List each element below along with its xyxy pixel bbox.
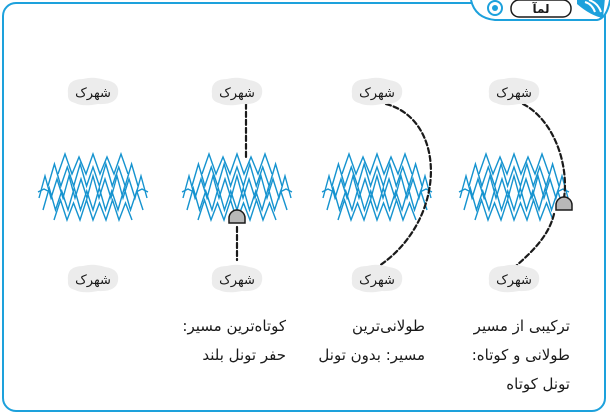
town-name: شهرک: [75, 86, 111, 101]
caption-line: طولانی‌ترین: [352, 317, 425, 335]
town-name: شهرک: [496, 86, 532, 101]
caption-line: مسیر: بدون تونل: [318, 346, 425, 364]
signal-icon: [577, 0, 605, 18]
caption-line: طولانی و کوتاه:: [471, 346, 570, 364]
panel-short-route: شهرک شهرک: [181, 77, 293, 293]
town-label: شهرک: [211, 77, 263, 106]
route-path-detour: [377, 102, 432, 268]
town-label: شهرک: [67, 77, 119, 106]
caption-long-route: طولانی‌ترین مسیر: بدون تونل: [318, 312, 425, 370]
town-label: شهرک: [211, 264, 263, 293]
route-path-bottom: [514, 212, 556, 268]
target-icon: [487, 0, 503, 16]
town-label: شهرک: [351, 264, 403, 293]
logo-text: لمآ: [510, 0, 572, 18]
town-label: شهرک: [351, 77, 403, 106]
brand-logo: لمآ: [470, 0, 610, 21]
tunnel-entrance: [228, 209, 246, 224]
caption-line: کوتاه‌ترین مسیر:: [182, 317, 286, 335]
caption-combined-route: ترکیبی از مسیر طولانی و کوتاه: تونل کوتا…: [472, 312, 570, 399]
tunnel-entrance: [555, 196, 573, 211]
mountain-range: [321, 151, 433, 223]
town-label: شهرک: [488, 264, 540, 293]
town-label: شهرک: [488, 77, 540, 106]
caption-short-route: کوتاه‌ترین مسیر: حفر تونل بلند: [182, 312, 286, 370]
town-name: شهرک: [75, 273, 111, 288]
town-name: شهرک: [496, 273, 532, 288]
panel-long-route: شهرک شهرک: [321, 77, 433, 293]
caption-line: ترکیبی از مسیر: [473, 317, 570, 335]
svg-text:لمآ: لمآ: [531, 1, 549, 16]
panel-combined-route: شهرک شهرک: [458, 77, 573, 293]
caption-line: حفر تونل بلند: [202, 346, 286, 364]
town-name: شهرک: [219, 273, 255, 288]
mountain-range: [458, 151, 570, 223]
caption-line: تونل کوتاه: [506, 375, 570, 393]
town-label: شهرک: [67, 264, 119, 293]
town-name: شهرک: [219, 86, 255, 101]
town-name: شهرک: [359, 86, 395, 101]
panel-no-route: شهرک شهرک: [37, 77, 149, 293]
route-path-top: [521, 102, 566, 200]
mountain-range: [37, 151, 149, 223]
town-name: شهرک: [359, 273, 395, 288]
